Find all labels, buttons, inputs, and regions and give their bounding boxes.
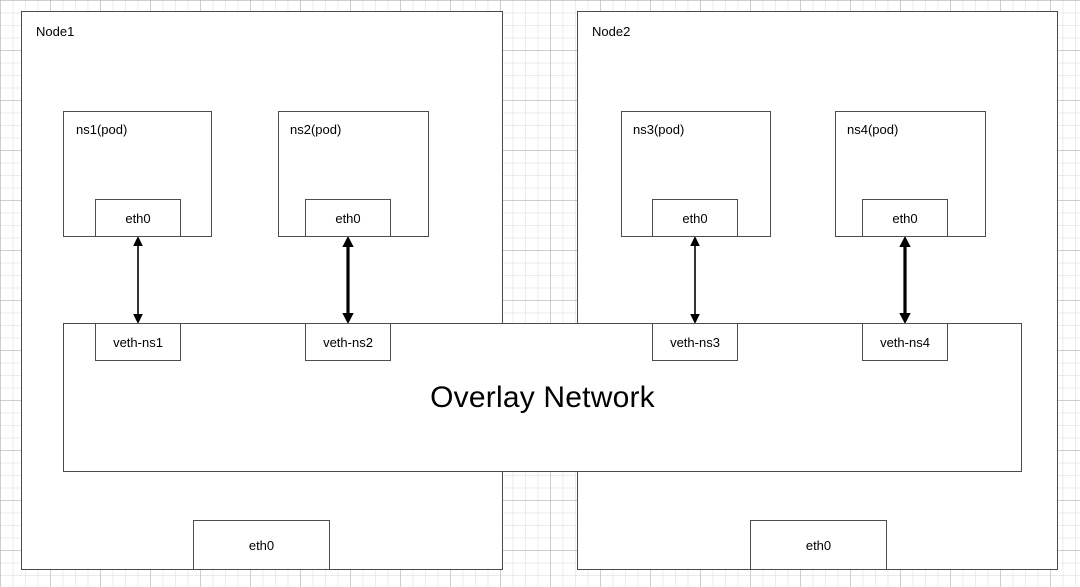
link-arrow-ns4 (895, 236, 915, 324)
pod-iface-ns3-eth0[interactable]: eth0 (652, 199, 738, 237)
pod-label-ns4: ns4(pod) (847, 122, 899, 137)
veth-box-ns4[interactable]: veth-ns4 (862, 323, 948, 361)
pod-container-ns4[interactable] (835, 111, 986, 237)
veth-label-ns2: veth-ns2 (323, 334, 373, 350)
pod-iface-ns4-eth0-label: eth0 (892, 210, 918, 226)
node-container-node2[interactable] (577, 11, 1058, 570)
node-label-node1: Node1 (36, 24, 75, 39)
pod-iface-ns4-eth0[interactable]: eth0 (862, 199, 948, 237)
veth-label-ns4: veth-ns4 (880, 334, 930, 350)
pod-iface-ns1-eth0[interactable]: eth0 (95, 199, 181, 237)
link-arrow-ns1 (128, 236, 148, 324)
node-container-node1[interactable] (21, 11, 503, 570)
pod-label-ns2: ns2(pod) (290, 122, 342, 137)
veth-box-ns3[interactable]: veth-ns3 (652, 323, 738, 361)
node-iface-node2-eth0[interactable]: eth0 (750, 520, 887, 570)
veth-box-ns2[interactable]: veth-ns2 (305, 323, 391, 361)
node-label-node2: Node2 (592, 24, 631, 39)
pod-iface-ns3-eth0-label: eth0 (682, 210, 708, 226)
link-arrow-ns3 (685, 236, 705, 324)
pod-label-ns1: ns1(pod) (76, 122, 128, 137)
pod-iface-ns2-eth0-label: eth0 (335, 210, 361, 226)
link-arrow-ns2 (338, 236, 358, 324)
veth-label-ns3: veth-ns3 (670, 334, 720, 350)
pod-iface-ns1-eth0-label: eth0 (125, 210, 151, 226)
pod-label-ns3: ns3(pod) (633, 122, 685, 137)
overlay-network-title: Overlay Network (430, 380, 655, 414)
node-iface-node2-eth0-label: eth0 (805, 537, 832, 553)
veth-label-ns1: veth-ns1 (113, 334, 163, 350)
pod-iface-ns2-eth0[interactable]: eth0 (305, 199, 391, 237)
veth-box-ns1[interactable]: veth-ns1 (95, 323, 181, 361)
node-iface-node1-eth0-label: eth0 (248, 537, 275, 553)
node-iface-node1-eth0[interactable]: eth0 (193, 520, 330, 570)
